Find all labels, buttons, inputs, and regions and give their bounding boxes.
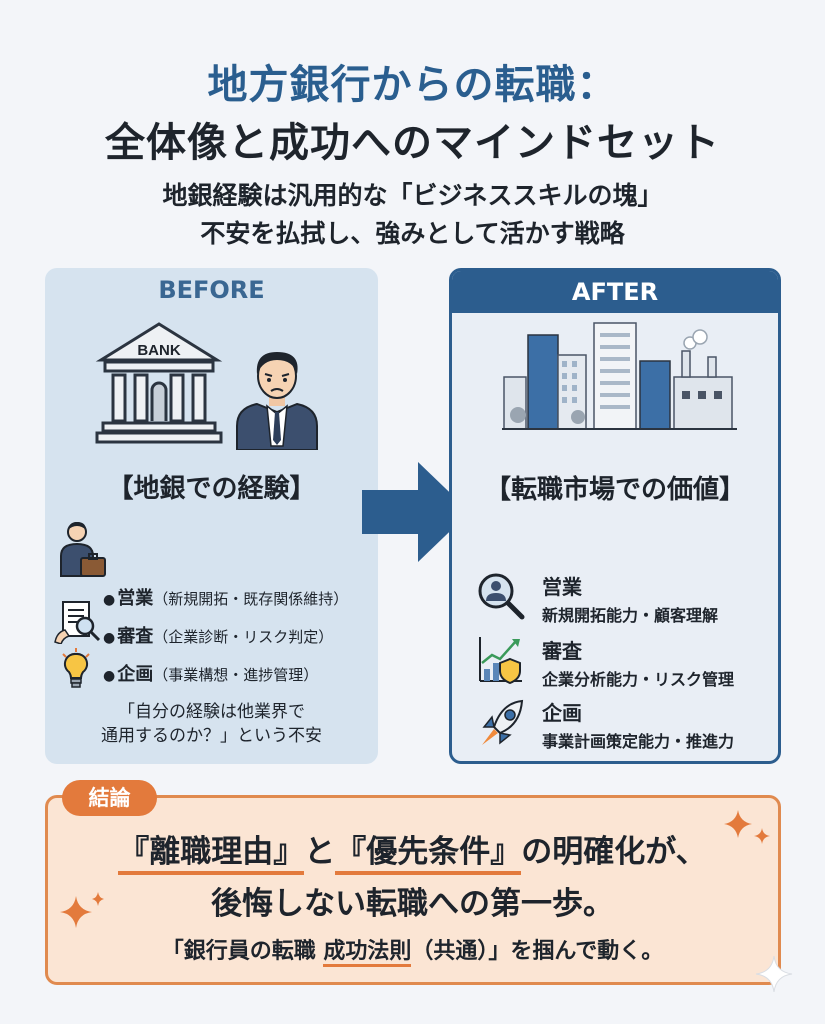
city-skyline-icon bbox=[502, 322, 737, 430]
bank-icon: BANK bbox=[95, 322, 223, 444]
subtitle-line2: 不安を払拭し、強みとして活かす戦略 bbox=[200, 219, 625, 248]
page-title-line2: 全体像と成功へのマインドセット bbox=[105, 120, 720, 166]
after-header: AFTER bbox=[452, 271, 778, 313]
before-item-planning: ●企画（事業構想・進捗管理） bbox=[103, 664, 319, 685]
after-item-sales: 営業 新規開拓能力・顧客理解 bbox=[542, 575, 719, 625]
corner-sparkle-icon bbox=[755, 955, 793, 993]
lightbulb-icon bbox=[62, 648, 90, 688]
conclusion-badge: 結論 bbox=[62, 780, 157, 816]
conclusion-line2: 後悔しない転職への第一歩。 bbox=[211, 886, 614, 922]
bank-sign-text: BANK bbox=[137, 342, 180, 359]
businessman-briefcase-icon bbox=[60, 522, 106, 577]
experience-title: 【地銀での経験】 bbox=[107, 474, 316, 504]
worried-businessman-icon bbox=[236, 352, 318, 450]
conclusion-box bbox=[45, 795, 781, 985]
conclusion-line3: 「銀行員の転職 成功法則（共通）」を掴んで動く。 bbox=[0, 933, 825, 967]
conclusion-line1: 『離職理由』と『優先条件』の明確化が、 bbox=[0, 826, 825, 875]
after-panel: AFTER 【転職市場での価値】 bbox=[449, 268, 781, 764]
document-magnifier-icon bbox=[54, 601, 101, 644]
market-value-title: 【転職市場での価値】 bbox=[484, 475, 745, 505]
sparkle-icon bbox=[60, 892, 104, 928]
before-panel: BEFORE BANK 【地銀での経験】 bbox=[45, 268, 378, 764]
transition-arrow-icon bbox=[362, 462, 470, 562]
worry-text: 「自分の経験は他業界で 通用するのか？」という不安 bbox=[101, 702, 322, 746]
after-item-screening: 審査 企業分析能力・リスク管理 bbox=[542, 639, 735, 689]
after-item-planning: 企画 事業計画策定能力・推進力 bbox=[542, 701, 735, 751]
before-header: BEFORE bbox=[158, 276, 265, 304]
before-item-sales: ●営業（新規開拓・既存関係維持） bbox=[103, 588, 349, 609]
sparkle-icon bbox=[724, 810, 770, 844]
page-title-line1: 地方銀行からの転職： bbox=[207, 62, 618, 108]
rocket-icon bbox=[482, 699, 524, 745]
subtitle-line1: 地銀経験は汎用的な「ビジネススキルの塊」 bbox=[162, 181, 663, 210]
person-magnifier-icon bbox=[478, 573, 525, 620]
before-item-screening: ●審査（企業診断・リスク判定） bbox=[103, 626, 334, 647]
chart-shield-icon bbox=[479, 637, 522, 685]
